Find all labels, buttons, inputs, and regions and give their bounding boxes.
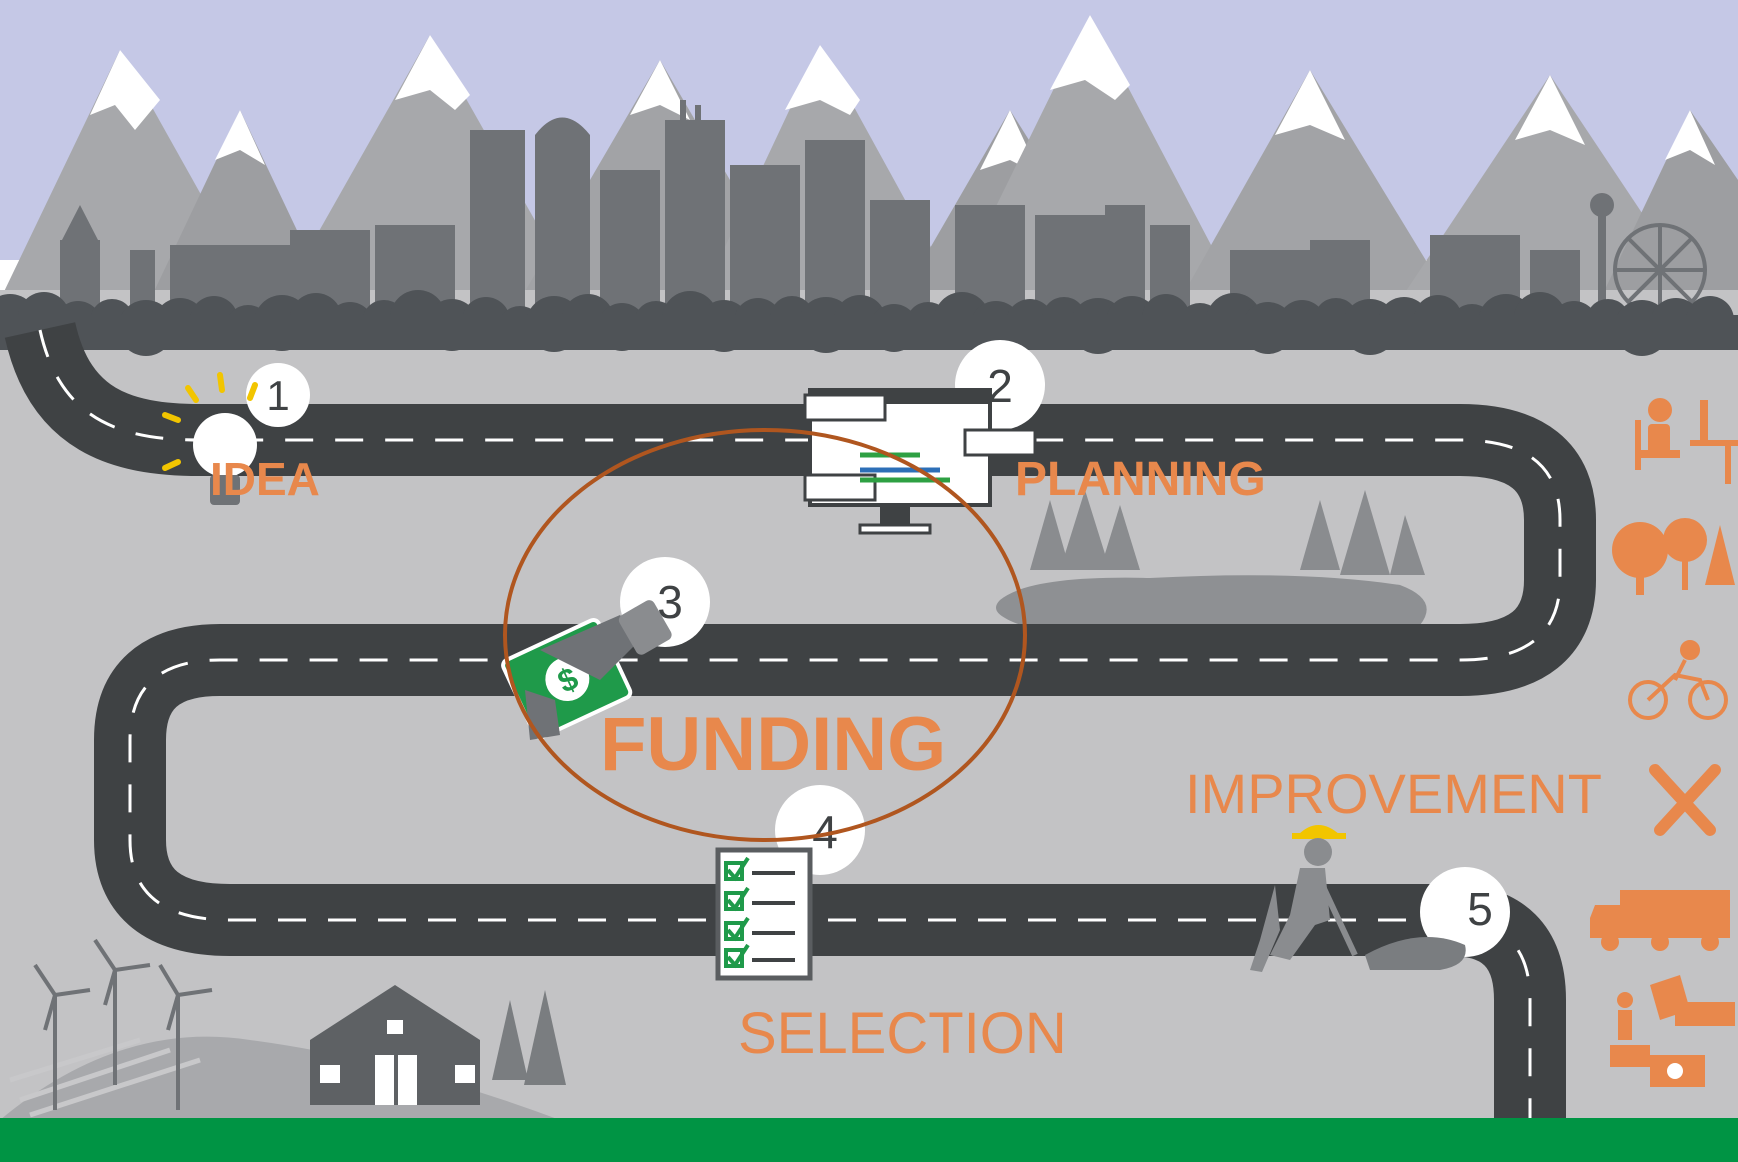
monitor-plan-icon <box>803 388 1037 535</box>
step-label-planning: PLANNING <box>1015 453 1266 506</box>
worker-digging-icon <box>1250 825 1466 972</box>
pine-trees <box>1030 490 1425 575</box>
person-at-desk-icon <box>1635 398 1738 484</box>
trees-icon <box>1612 518 1735 595</box>
step-label-funding: FUNDING <box>600 702 946 787</box>
cyclist-icon <box>1628 640 1728 720</box>
winding-road <box>4 321 1596 1130</box>
recreation-collage-icon <box>1610 975 1735 1087</box>
footer-bar <box>0 1118 1738 1162</box>
pond <box>996 575 1427 637</box>
step-marker-5: 5 <box>1420 867 1510 957</box>
svg-text:1: 1 <box>266 372 289 419</box>
truck-icon <box>1590 890 1730 951</box>
step-label-improvement: IMPROVEMENT <box>1185 762 1602 825</box>
step-label-idea: IDEA <box>210 453 320 505</box>
checklist-icon <box>715 847 813 981</box>
wind-turbines <box>33 938 213 1110</box>
step-label-selection: SELECTION <box>738 1001 1067 1066</box>
ferris-wheel <box>1613 223 1707 317</box>
tools-icon <box>1649 764 1721 836</box>
tree-line <box>0 290 1738 356</box>
funding-highlight-ellipse <box>503 428 1027 842</box>
handshake-money-icon: $ <box>501 600 672 740</box>
lightbulb-icon <box>162 372 258 505</box>
farm-scene <box>0 985 566 1120</box>
step-marker-1: 1 <box>246 363 310 427</box>
svg-text:5: 5 <box>1467 883 1493 935</box>
